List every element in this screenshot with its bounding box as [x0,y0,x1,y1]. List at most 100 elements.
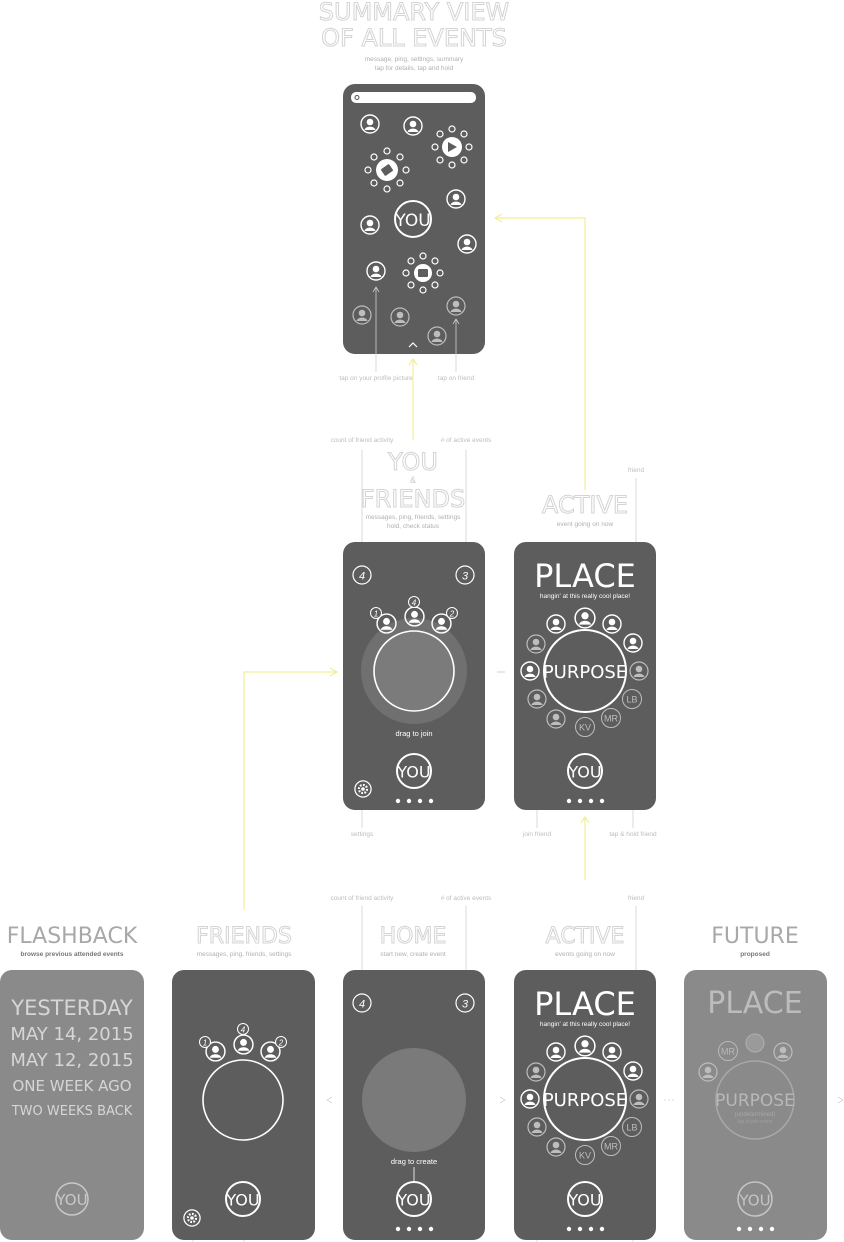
place-title: PLACE [534,985,636,1023]
svg-text:4: 4 [412,599,417,608]
flashback-item[interactable]: MAY 14, 2015 [10,1024,133,1045]
initials-avatar[interactable]: LB [622,1117,642,1137]
svg-text:YOU: YOU [396,1191,430,1210]
flashback-item[interactable]: YESTERDAY [10,996,133,1020]
svg-text:2: 2 [278,1039,284,1048]
you-button[interactable]: YOU [396,1181,432,1217]
event-cluster[interactable] [402,252,444,294]
you-button[interactable]: YOU [55,1182,89,1216]
search-input[interactable] [351,92,476,103]
place-subtitle: hangin' at this really cool place! [540,1021,630,1028]
initials-avatar[interactable]: LB [622,689,642,709]
initials-avatar[interactable]: KV [575,717,595,737]
you-friends-phone: 4 3 1 4 2 drag to join YOU [343,542,485,810]
summary-subtitle-line1: message, ping, settings, summary [365,56,464,63]
future-phone: PLACE PURPOSE (undetermined) tap to join… [684,970,827,1240]
friend-avatar[interactable] [745,1033,765,1053]
page-indicator [395,798,434,804]
you-subtitle-line1: messages, ping, friends, settings [366,514,461,521]
svg-text:KV: KV [579,723,591,733]
active-events-badge[interactable]: 3 [455,993,475,1013]
you-friends-header: YOU & FRIENDS messages, ping, friends, s… [360,448,465,531]
summary-title-line2: OF ALL EVENTS [321,24,507,52]
annotation-profile: tap on your profile picture [339,375,413,382]
svg-text:LB: LB [626,695,637,705]
you-button[interactable]: YOU [567,1181,603,1217]
purpose-circle[interactable]: PURPOSE [543,629,627,713]
you-subtitle-line2: hold, check status [387,523,440,530]
flashback-item[interactable]: TWO WEEKS BACK [11,1104,133,1119]
svg-text:4: 4 [359,999,365,1011]
you-title-line2: & [410,475,416,485]
active-subtitle-bottom: events going on now [555,951,615,958]
flashback-item[interactable]: ONE WEEK AGO [12,1077,131,1095]
drag-to-join-label: drag to join [395,729,432,738]
home-phone: 4 3 drag to create YOU [343,970,485,1240]
svg-text:2: 2 [449,610,455,619]
you-button[interactable]: YOU [394,200,432,238]
svg-text:YOU: YOU [225,1191,259,1210]
summary-phone: YOU [343,84,485,354]
future-title: FUTURE [711,924,798,949]
annotation-friend-bottom: friend [628,895,645,902]
place-subtitle: hangin' at this really cool place! [540,593,630,600]
flashback-item[interactable]: MAY 12, 2015 [10,1050,133,1071]
page-indicator [395,1226,434,1232]
active-events-badge[interactable]: 3 [455,565,475,585]
you-title-line3: FRIENDS [361,485,465,513]
event-drop-target[interactable] [373,630,455,712]
friend-count-badge[interactable]: 4 [352,993,372,1013]
page-indicator [566,798,605,804]
summary-view-header: SUMMARY VIEW OF ALL EVENTS message, ping… [318,0,509,72]
event-cluster[interactable] [431,125,473,169]
event-cluster[interactable] [364,147,410,193]
svg-text:PURPOSE: PURPOSE [543,662,627,683]
chevron-up-icon[interactable] [408,342,418,348]
svg-text:YOU: YOU [567,763,601,782]
initials-avatar[interactable]: MR [601,1136,621,1156]
you-button[interactable]: YOU [737,1181,773,1217]
purpose-circle[interactable]: PURPOSE [543,1057,627,1141]
svg-text:KV: KV [579,1151,591,1161]
svg-text:MR: MR [721,1047,735,1057]
page-indicator [566,1226,605,1232]
annotation-tap-hold: tap & hold friend [609,831,657,838]
you-button[interactable]: YOU [567,753,603,789]
flashback-phone: YESTERDAY MAY 14, 2015 MAY 12, 2015 ONE … [0,970,144,1240]
svg-text:LB: LB [626,1123,637,1133]
svg-text:YOU: YOU [55,1191,87,1209]
home-subtitle: start new, create event [380,951,446,958]
initials-avatar[interactable]: MR [601,708,621,728]
annotation-friend-mid: friend [628,467,645,474]
flow-arrows [243,213,590,910]
svg-text:4: 4 [359,571,365,583]
annotation-count-friend-bottom: count of friend activity [331,895,395,902]
create-zone[interactable] [362,1048,466,1152]
friends-phone: 1 4 2 YOU [172,970,315,1240]
search-icon [354,95,360,100]
svg-text:YOU: YOU [394,211,430,231]
place-title: PLACE [534,557,636,595]
svg-text:1: 1 [203,1039,207,1048]
you-title-line1: YOU [387,448,438,476]
svg-text:1: 1 [374,610,378,619]
home-title: HOME [380,924,447,949]
svg-text:4: 4 [241,1026,246,1035]
svg-text:MR: MR [604,1142,618,1152]
future-purpose-note2: tap to join event [737,1119,773,1125]
you-button[interactable]: YOU [225,1181,261,1217]
flashback-subtitle: browse previous attended events [21,951,124,958]
initials-avatar[interactable]: KV [575,1145,595,1165]
friend-count-badge[interactable]: 4 [352,565,372,585]
annotation-join: join friend [522,831,552,838]
svg-text:PURPOSE: PURPOSE [715,1091,795,1111]
active-phone-bottom: PLACE hangin' at this really cool place!… [514,970,656,1240]
initials-avatar[interactable]: MR [718,1041,738,1061]
friends-circle[interactable] [202,1059,284,1141]
you-button[interactable]: YOU [396,753,432,789]
future-purpose-circle[interactable]: PURPOSE (undetermined) tap to join event [715,1060,795,1140]
svg-text:YOU: YOU [567,1191,601,1210]
svg-text:3: 3 [462,999,469,1011]
future-subtitle: proposed [740,951,770,958]
future-place-title: PLACE [707,986,802,1021]
